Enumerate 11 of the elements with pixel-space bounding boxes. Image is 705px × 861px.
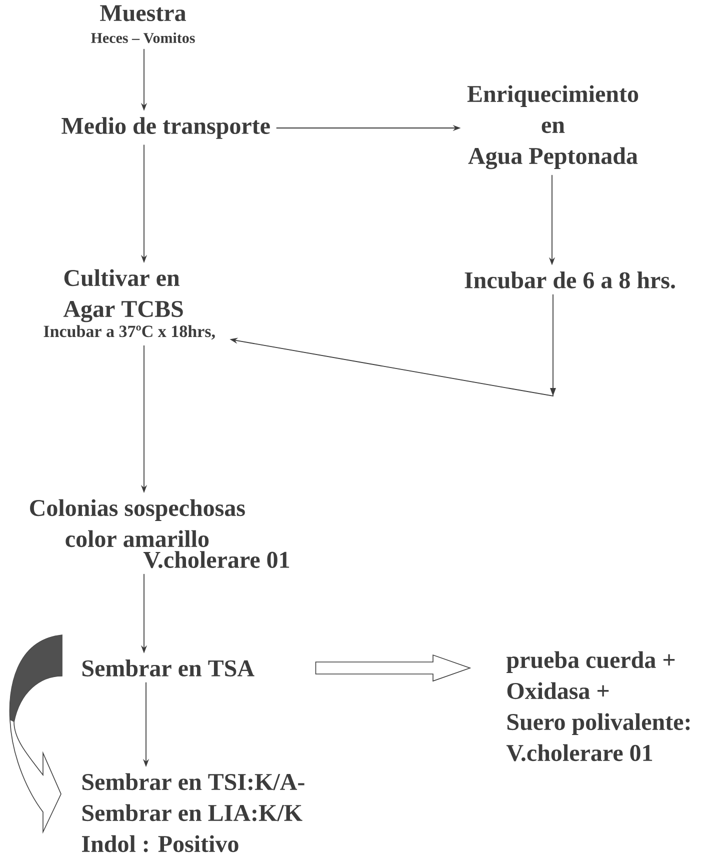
step-text: Sembrar en TSA (82, 660, 254, 676)
step-text: Medio de transporte (62, 117, 270, 139)
step-text: Muestra Heces – Vomitos (91, 5, 195, 44)
curved-block-arrow (9, 634, 62, 832)
step-text: Colonias sospechosas color amarillo V.cholerare 01 (30, 499, 290, 568)
step-text: Sembrar en TSI:K/A- Sembrar en LIA:K/K Indol : Positivo (82, 773, 304, 852)
step-text: Cultivar en Agar TCBS Incubar a 37ºC x 18hrs, (44, 269, 215, 340)
block-arrow (315, 654, 472, 682)
step-text: Incubar de 6 a 8 hrs. (464, 272, 675, 288)
step-text: Enriquecimiento en Agua Peptonada (467, 85, 638, 170)
step-text: prueba cuerda + Oxidasa + Suero polivalente: V.cholerare 01 (506, 651, 690, 762)
